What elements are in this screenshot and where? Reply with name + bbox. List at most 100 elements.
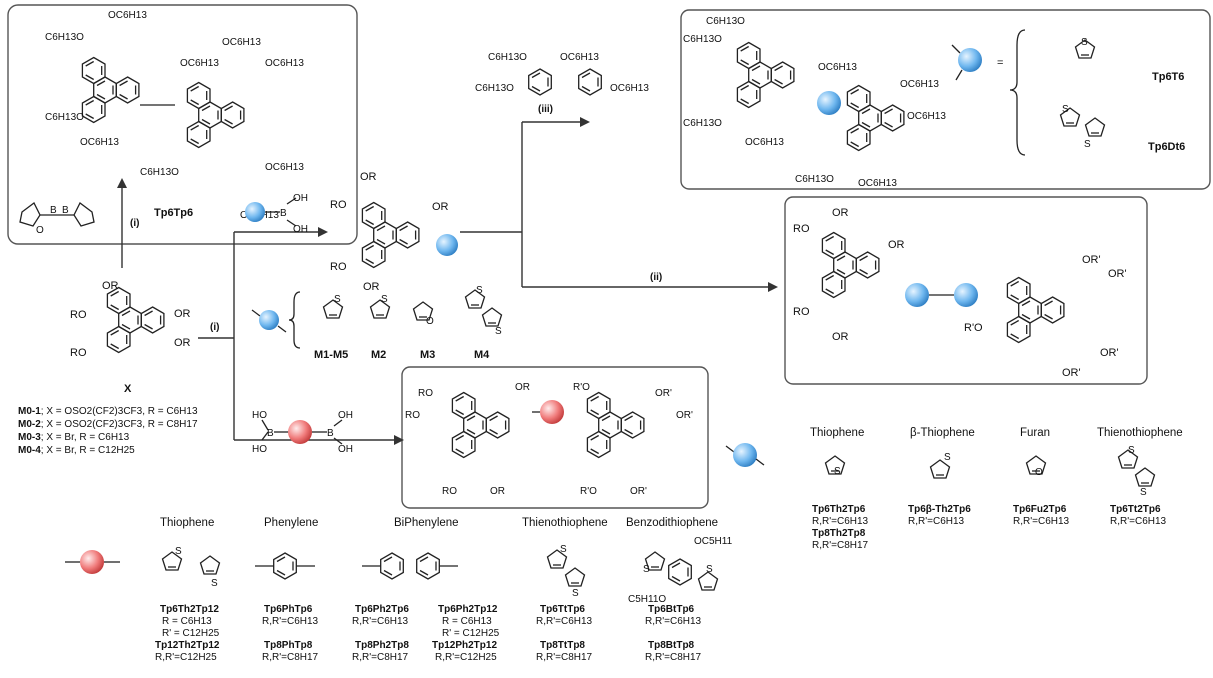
arrowhead [768, 282, 778, 292]
sulfur-label: S [706, 564, 713, 575]
blue-ball [733, 443, 757, 467]
product-label: Tp6Dt6 [1148, 141, 1185, 153]
compound-r: R,R'=C6H13 [536, 616, 593, 627]
subst-label: OC6H13 [222, 37, 261, 48]
sulfur-label: S [381, 294, 388, 305]
compound-r: R,R'=C6H13 [262, 616, 319, 627]
compound-r: R,R'=C6H13 [352, 616, 409, 627]
or-label: OR [360, 171, 377, 183]
compound-name: Tp6Th2Tp12 [160, 604, 219, 615]
linker-header: Phenylene [264, 517, 318, 529]
or-label: OR [102, 280, 119, 292]
compound-r: R,R'=C12H25 [435, 652, 497, 663]
oh-label: OH [293, 224, 308, 235]
ho-label: HO [252, 444, 267, 455]
ro-label: RO [70, 309, 87, 321]
sulfur-label: S [834, 466, 841, 477]
compound-name: Tp6β-Th2Tp6 [908, 504, 971, 515]
linker-header: Thienothiophene [522, 517, 608, 529]
subst-label: OC6H13 [745, 137, 784, 148]
or-label: OR' [630, 486, 647, 497]
red-ball [540, 400, 564, 424]
svg-text:M0-4; X = Br, R = C12H25: M0-4; X = Br, R = C12H25 [18, 445, 135, 456]
monomer-legend [251, 289, 503, 349]
svg-text:M0-3; X = Br, R = C6H13: M0-3; X = Br, R = C6H13 [18, 432, 130, 443]
or-label: OR' [655, 388, 672, 399]
ro-label: R'O [964, 322, 983, 334]
sulfur-label: S [1081, 37, 1088, 48]
compound-r: R,R'=C6H13 [908, 516, 965, 527]
starting-triphenylene [107, 288, 163, 353]
sulfur-label: S [211, 578, 218, 589]
compound-name: Tp6TtTp6 [540, 604, 585, 615]
compound-name: Tp6Fu2Tp6 [1013, 504, 1067, 515]
or-label: OR [515, 382, 530, 393]
or-label: OR' [1062, 367, 1081, 379]
subst-label: C6H13O [488, 52, 527, 63]
oxygen-label: O [426, 316, 434, 327]
x-label: X [124, 383, 132, 395]
linker-header: Thiophene [160, 517, 214, 529]
monomer-label: M2 [371, 349, 386, 361]
boron-label: B [280, 208, 287, 219]
or-label: OR' [1100, 347, 1119, 359]
subst-label: OC6H13 [265, 162, 304, 173]
or-label: OR' [676, 410, 693, 421]
sm-name: M0-2 [18, 419, 41, 430]
linker-header: β-Thiophene [910, 427, 975, 439]
tp6t6-structure [737, 43, 904, 151]
tp6tp6-structure [82, 58, 244, 148]
sulfur-label: S [476, 285, 483, 296]
compound-r: R = C6H13 [162, 616, 212, 627]
compound-name: Tp6PhTp6 [264, 604, 313, 615]
compound-r: R,R'=C8H17 [645, 652, 702, 663]
boron-label: B [267, 428, 274, 439]
tp-red-linked-structure [452, 393, 644, 458]
pinacol-diboron [19, 202, 95, 227]
reagent-label: (i) [130, 218, 139, 229]
subst-label: C6H13O [795, 174, 834, 185]
ro-label: R'O [580, 486, 597, 497]
subst-label: OC6H13 [180, 58, 219, 69]
reagent-label: (iii) [538, 104, 553, 115]
subst-label: OC6H13 [858, 178, 897, 189]
compound-r: R,R'=C8H17 [262, 652, 319, 663]
ro-label: RO [418, 388, 433, 399]
or-label: OR [832, 207, 849, 219]
pentoxy-label: OC5H11 [694, 536, 733, 547]
compound-name: Tp8PhTp8 [264, 640, 313, 651]
blue-ball [817, 91, 841, 115]
ro-label: RO [405, 410, 420, 421]
subst-label: C6H13O [706, 16, 745, 27]
linker-header: Thiophene [810, 427, 864, 439]
svg-text:M0-2; X = OSO2(CF2)3CF3, R = C: M0-2; X = OSO2(CF2)3CF3, R = C8H17 [18, 419, 198, 430]
or-label: OR [888, 239, 905, 251]
sulfur-label: S [175, 546, 182, 557]
or-label: OR' [1082, 254, 1101, 266]
ro-label: RO [70, 347, 87, 359]
linker-header: Thienothiophene [1097, 427, 1183, 439]
boron-label: B [327, 428, 334, 439]
oh-label: OH [338, 444, 353, 455]
compound-r: R,R'=C6H13 [1110, 516, 1167, 527]
monomer-triphenylene [362, 203, 419, 268]
compound-name: Tp8TtTp8 [540, 640, 585, 651]
reagent-label: (i) [210, 322, 219, 333]
sm-name: M0-1 [18, 406, 41, 417]
subst-label: OC6H13 [907, 111, 946, 122]
ho-label: HO [252, 410, 267, 421]
compound-r: R' = C12H25 [162, 628, 220, 639]
boron-label: B [50, 205, 57, 216]
subst-label: OC6H13 [900, 79, 939, 90]
boron-label: B [62, 205, 69, 216]
product-label: Tp6Tp6 [154, 207, 193, 219]
compound-name: Tp8BtTp8 [648, 640, 695, 651]
compound-name: Tp8Th2Tp8 [812, 528, 866, 539]
svg-text:M0-1; X = OSO2(CF2)3CF3, R = C: M0-1; X = OSO2(CF2)3CF3, R = C6H13 [18, 406, 198, 417]
sulfur-label: S [334, 294, 341, 305]
starting-material-list: M0-1; X = OSO2(CF2)3CF3, R = C6H13 M0-2;… [18, 406, 198, 456]
arrowhead [318, 227, 328, 237]
subst-label: OC6H13 [610, 83, 649, 94]
sm-name: M0-3 [18, 432, 41, 443]
oxygen-label: O [1035, 467, 1043, 478]
